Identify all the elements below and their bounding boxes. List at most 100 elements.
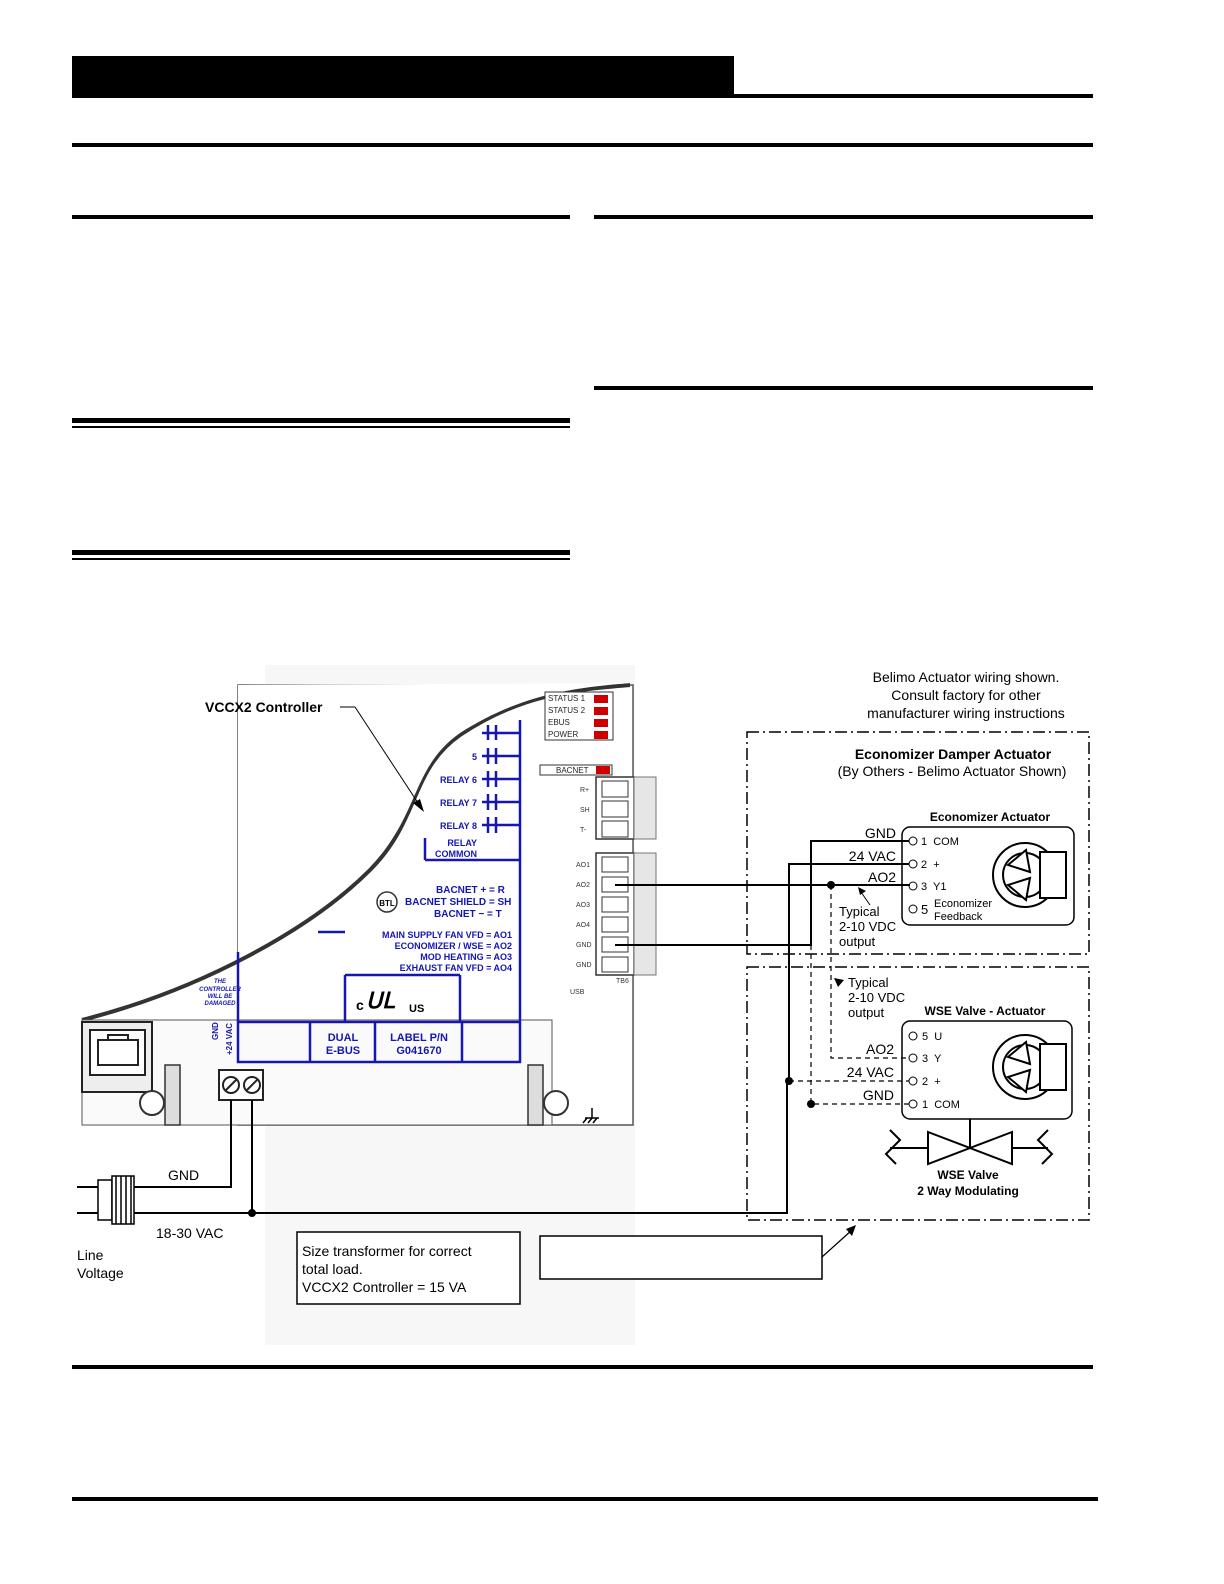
warning-labels: THE CONTROLLER WILL BE DAMAGED bbox=[199, 979, 241, 1007]
mounting-hole-right bbox=[543, 1090, 569, 1116]
controller-cutaway-curve bbox=[81, 683, 631, 1022]
ao-legend: MAIN SUPPLY FAN VFD = AO1 ECONOMIZER / W… bbox=[382, 930, 512, 973]
power-pin-label: GND bbox=[211, 1022, 220, 1040]
left-column-double-rule-1a bbox=[72, 418, 570, 423]
mounting-hole-left bbox=[139, 1090, 165, 1116]
status-led-label: STATUS 2 bbox=[548, 706, 586, 715]
right-column-rule-1 bbox=[594, 215, 1093, 219]
transformer-note-line: VCCX2 Controller = 15 VA bbox=[302, 1279, 467, 1295]
ul-mark: c ᑌᒪ US bbox=[356, 988, 424, 1015]
typical-line: output bbox=[848, 1005, 885, 1020]
power-gnd-label: GND bbox=[168, 1167, 199, 1183]
relay-label: RELAY 7 bbox=[440, 798, 477, 808]
bacnet-legend-line: BACNET SHIELD = SH bbox=[405, 897, 511, 908]
header-rule bbox=[72, 94, 1093, 98]
left-column-rule-1 bbox=[72, 215, 570, 219]
transformer-note-line: Size transformer for correct bbox=[302, 1243, 472, 1259]
status-led-label: STATUS 1 bbox=[548, 694, 586, 703]
bacnet-terminal-block bbox=[595, 776, 657, 840]
economizer-box-subtitle: (By Others - Belimo Actuator Shown) bbox=[838, 763, 1067, 779]
transformer-note-line: total load. bbox=[302, 1261, 363, 1277]
wse-valve-label: WSE Valve 2 Way Modulating bbox=[917, 1168, 1019, 1198]
economizer-actuator-drawing bbox=[992, 842, 1067, 908]
dual-ebus-line: E-BUS bbox=[326, 1045, 360, 1057]
left-column-double-rule-2a bbox=[72, 550, 570, 555]
transformer-note-box bbox=[296, 1231, 521, 1305]
terminal-label: 1 COM bbox=[922, 1099, 960, 1111]
ul-c: c bbox=[356, 997, 364, 1013]
ao-legend-line: MAIN SUPPLY FAN VFD = AO1 bbox=[382, 930, 512, 940]
typical-line: 2-10 VDC bbox=[848, 990, 905, 1005]
relay-label: 5 bbox=[472, 752, 477, 762]
callout-arrowhead bbox=[846, 1225, 856, 1236]
terminal-label: AO4 bbox=[576, 922, 590, 929]
ao-terminal-block bbox=[595, 852, 657, 976]
bottom-bracket-right bbox=[527, 1064, 544, 1126]
blue-label-panel bbox=[236, 720, 522, 1064]
terminal-label: SH bbox=[580, 807, 590, 814]
dual-ebus-line: DUAL bbox=[328, 1032, 359, 1044]
wse-actuator-terminals bbox=[908, 1031, 918, 1109]
wire-label-ao2: AO2 bbox=[868, 869, 896, 885]
ul-us: US bbox=[409, 1003, 424, 1015]
status-led-block bbox=[539, 691, 614, 776]
terminal-label: AO3 bbox=[576, 902, 590, 909]
terminal-label: 5 U bbox=[922, 1031, 942, 1043]
wire-label-24vac: 24 VAC bbox=[847, 1064, 894, 1080]
wse-box-outline bbox=[746, 966, 1090, 1221]
terminal-label: 2 + bbox=[922, 1076, 941, 1088]
wse-terminal-labels: 5 U 3 Y 2 + 1 COM bbox=[922, 1031, 960, 1111]
typical-line: Typical bbox=[848, 975, 889, 990]
valve-label-line: WSE Valve bbox=[937, 1168, 999, 1182]
dual-ebus-label: DUAL E-BUS bbox=[326, 1032, 360, 1057]
terminal-label: GND bbox=[576, 942, 592, 949]
typical-arrow-econ bbox=[860, 891, 871, 906]
left-column-double-rule-1b bbox=[72, 426, 570, 428]
wse-actuator-title: WSE Valve - Actuator bbox=[925, 1004, 1046, 1018]
power-terminal-block bbox=[218, 1069, 264, 1101]
economizer-box-outline bbox=[746, 731, 1090, 955]
status-led-label: EBUS bbox=[548, 718, 570, 727]
footer-rule bbox=[72, 1497, 1098, 1501]
economizer-box-title: Economizer Damper Actuator bbox=[855, 746, 1052, 762]
feedback-label: Economizer bbox=[934, 898, 992, 910]
relay-label: RELAY 6 bbox=[440, 775, 477, 785]
label-pn-line: G041670 bbox=[396, 1045, 441, 1057]
terminal-label: GND bbox=[576, 962, 592, 969]
wse-actuator-drawing bbox=[992, 1034, 1067, 1100]
belimo-note: Belimo Actuator wiring shown. Consult fa… bbox=[867, 669, 1065, 721]
junction-gnd bbox=[807, 1100, 815, 1108]
junction-power bbox=[248, 1209, 256, 1217]
cord-connector bbox=[97, 1175, 135, 1225]
terminal-label: 3 Y1 bbox=[921, 881, 947, 893]
typical-line: output bbox=[839, 934, 876, 949]
belimo-note-line: Belimo Actuator wiring shown. bbox=[873, 669, 1060, 685]
controller-title: VCCX2 Controller bbox=[205, 699, 323, 715]
relay-labels: 5 RELAY 6 RELAY 7 RELAY 8 RELAY COMMON bbox=[435, 752, 477, 859]
bacnet-legend-line: BACNET − = T bbox=[434, 909, 502, 920]
warning-line: CONTROLLER bbox=[199, 987, 241, 993]
figure-bottom-rule bbox=[72, 1365, 1093, 1369]
economizer-wire-labels: GND 24 VAC AO2 bbox=[849, 825, 896, 885]
terminal-label: AO2 bbox=[576, 882, 590, 889]
relay-common-label: COMMON bbox=[435, 849, 477, 859]
wire-label-gnd: GND bbox=[863, 1087, 894, 1103]
rj45-port bbox=[89, 1029, 146, 1076]
bacnet-terminal-labels: R+ SH T- bbox=[580, 787, 590, 834]
status-led-labels: STATUS 1 STATUS 2 EBUS POWER BACNET bbox=[548, 694, 589, 775]
terminal-label: 5 bbox=[921, 902, 928, 917]
btl-logo-text: BTL bbox=[379, 899, 395, 908]
callout-box bbox=[539, 1235, 823, 1280]
right-column-rule-2 bbox=[594, 386, 1093, 390]
bacnet-legend-line: BACNET + = R bbox=[436, 885, 506, 896]
warning-line: DAMAGED bbox=[205, 1001, 237, 1007]
rj45-port-inner bbox=[97, 1034, 139, 1066]
power-pin-labels: GND +24 VAC bbox=[211, 1022, 234, 1055]
ao-terminal-labels: AO1 AO2 AO3 AO4 GND GND USB TB6 bbox=[570, 862, 629, 996]
ao-legend-line: EXHAUST FAN VFD = AO4 bbox=[400, 963, 512, 973]
section-rule bbox=[72, 143, 1093, 147]
wse-wire-labels: AO2 24 VAC GND bbox=[847, 1041, 894, 1103]
header-bar bbox=[72, 56, 734, 98]
terminal-label: 1 COM bbox=[921, 836, 959, 848]
